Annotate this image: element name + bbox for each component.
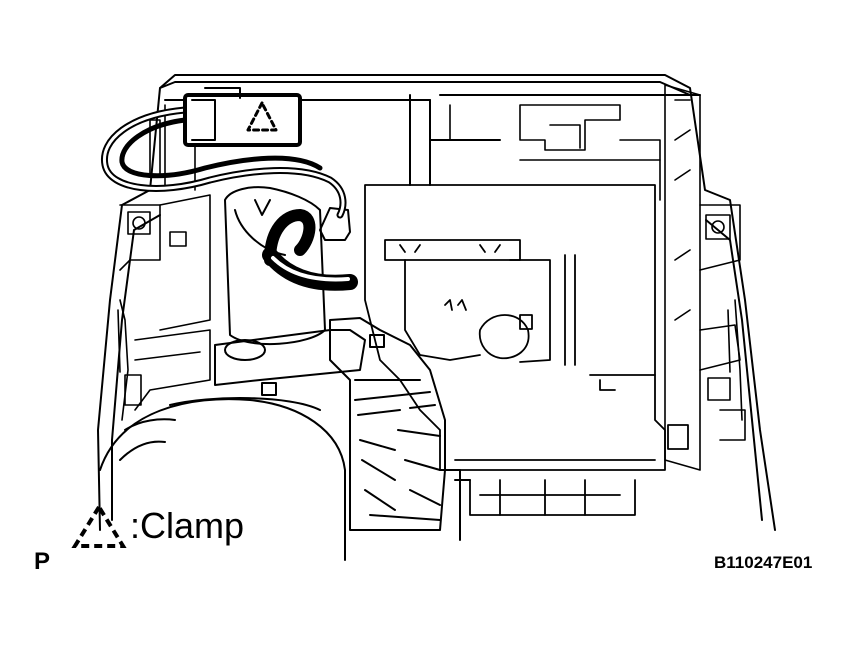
- right-frame: [664, 84, 746, 471]
- upper-right-block: [449, 104, 661, 201]
- housing-outline: [97, 74, 776, 531]
- clamp-mark-icon: [246, 101, 278, 132]
- legend-label: :Clamp: [130, 505, 245, 546]
- left-frame: [117, 104, 211, 421]
- connector-with-clamp: [183, 87, 302, 147]
- wire-harness: [101, 106, 358, 291]
- legend: :Clamp: [70, 502, 244, 550]
- view-letter: P: [34, 548, 51, 575]
- clamp-triangle-icon: [71, 503, 127, 548]
- front-cover: [329, 317, 471, 541]
- sensor-body: [214, 186, 366, 396]
- central-bracket: [364, 184, 689, 516]
- figure-id: B110247E01: [714, 553, 813, 572]
- lower-drum: [99, 397, 346, 561]
